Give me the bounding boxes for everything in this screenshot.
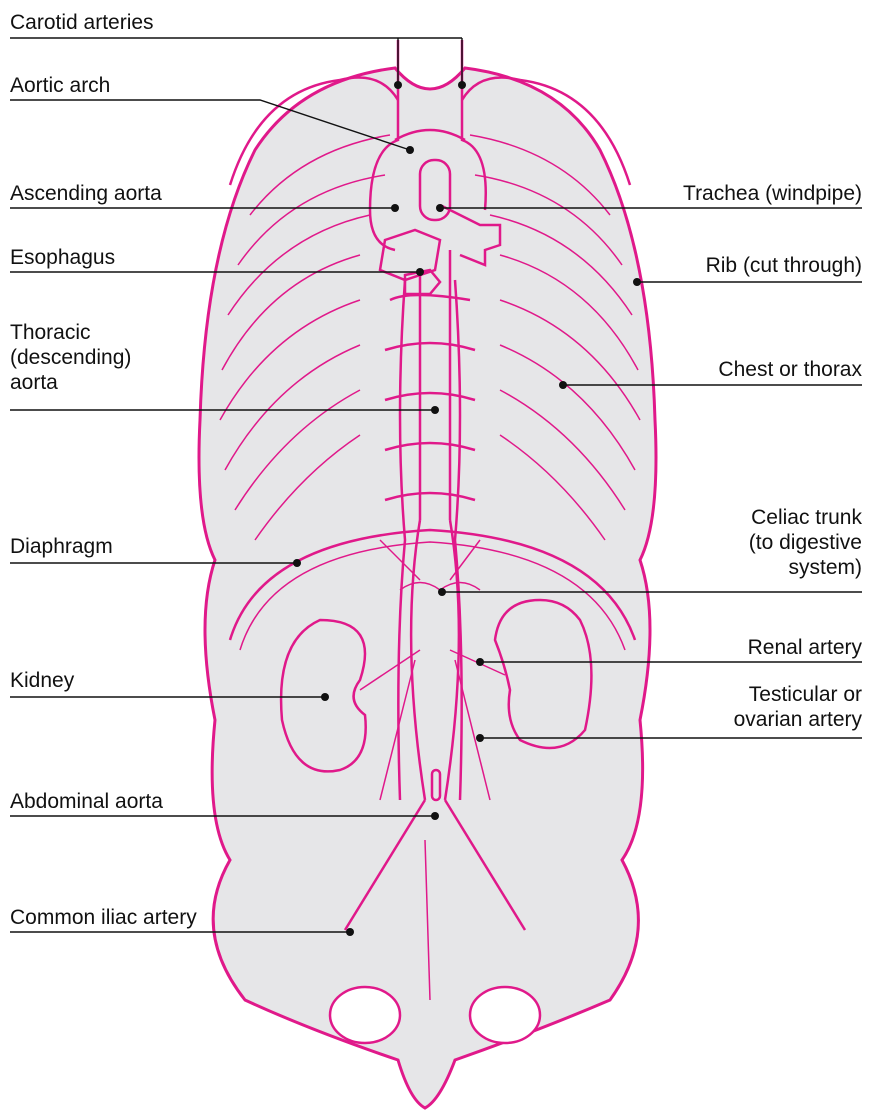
label-carotid-arteries: Carotid arteries <box>10 10 154 35</box>
label-ascending-aorta: Ascending aorta <box>10 181 162 206</box>
label-aortic-arch: Aortic arch <box>10 73 110 98</box>
label-kidney: Kidney <box>10 668 74 693</box>
torso-outline <box>199 68 656 1108</box>
label-chest: Chest or thorax <box>718 357 862 382</box>
label-testicular-ovarian-artery: Testicular or ovarian artery <box>734 682 862 732</box>
left-pelvic-opening <box>330 987 400 1043</box>
label-rib: Rib (cut through) <box>706 253 862 278</box>
label-esophagus: Esophagus <box>10 245 115 270</box>
label-common-iliac-artery: Common iliac artery <box>10 905 197 930</box>
label-abdominal-aorta: Abdominal aorta <box>10 789 163 814</box>
label-celiac-trunk: Celiac trunk (to digestive system) <box>749 505 862 580</box>
right-pelvic-opening <box>470 987 540 1043</box>
label-thoracic-aorta: Thoracic (descending) aorta <box>10 320 131 395</box>
label-renal-artery: Renal artery <box>748 635 862 660</box>
label-diaphragm: Diaphragm <box>10 534 113 559</box>
label-trachea: Trachea (windpipe) <box>683 181 862 206</box>
